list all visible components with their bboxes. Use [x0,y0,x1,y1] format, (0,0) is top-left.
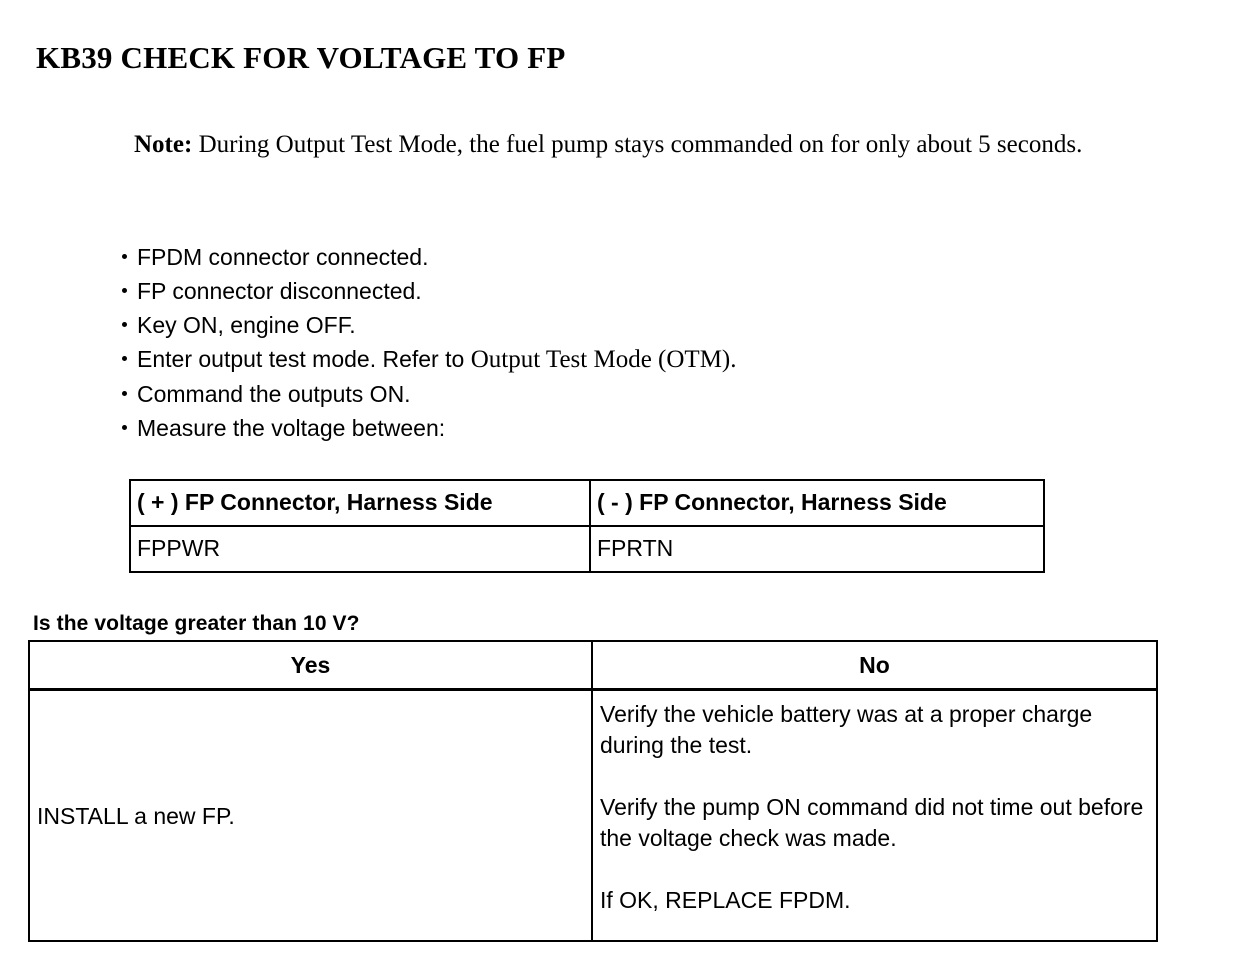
list-item-label: Measure the voltage between: [137,415,446,441]
column-header-negative: ( - ) FP Connector, Harness Side [589,479,1045,527]
list-item-label: Command the outputs ON. [137,381,411,407]
table-header-row: ( + ) FP Connector, Harness Side ( - ) F… [129,479,1045,527]
list-item: Measure the voltage between: [120,411,1120,445]
list-item: FP connector disconnected. [120,274,1120,308]
list-item-label: FPDM connector connected. [137,244,429,270]
list-item-label: Enter output test mode. Refer to [137,346,471,372]
bullet-icon [122,356,127,361]
list-item: Key ON, engine OFF. [120,308,1120,342]
cell-no-action: Verify the vehicle battery was at a prop… [591,688,1158,942]
list-item-label-tail: . [730,346,737,373]
no-action-paragraph: Verify the vehicle battery was at a prop… [600,701,1093,758]
table-header-row: Yes No [28,640,1158,691]
table-row: FPPWR FPRTN [129,525,1045,573]
note-label: Note: [134,131,193,158]
bullet-icon [122,288,127,293]
no-action-paragraph: Verify the pump ON command did not time … [600,794,1144,851]
cell-negative-signal: FPRTN [589,525,1045,573]
bullet-icon [122,322,127,327]
cell-positive-signal: FPPWR [129,525,591,573]
column-header-yes: Yes [28,640,593,691]
column-header-positive: ( + ) FP Connector, Harness Side [129,479,591,527]
list-item-label: FP connector disconnected. [137,278,422,304]
bullet-icon [122,425,127,430]
list-item: Command the outputs ON. [120,377,1120,411]
cross-reference-link[interactable]: Output Test Mode (OTM) [470,346,731,373]
no-action-paragraph: If OK, REPLACE FPDM. [600,887,851,913]
note-block: Note: During Output Test Mode, the fuel … [134,126,1182,164]
connector-measurement-table: ( + ) FP Connector, Harness Side ( - ) F… [129,479,1045,573]
table-row: INSTALL a new FP. Verify the vehicle bat… [28,688,1158,942]
column-header-no: No [591,640,1158,691]
note-text: During Output Test Mode, the fuel pump s… [192,131,1083,158]
bullet-icon [122,391,127,396]
decision-table: Yes No INSTALL a new FP. Verify the vehi… [28,640,1158,942]
list-item: FPDM connector connected. [120,240,1120,274]
procedure-steps-list: FPDM connector connected. FP connector d… [120,240,1120,445]
list-item: Enter output test mode. Refer to Output … [120,342,1120,377]
decision-question: Is the voltage greater than 10 V? [33,612,360,635]
bullet-icon [122,254,127,259]
list-item-label: Key ON, engine OFF. [137,312,356,338]
cell-yes-action: INSTALL a new FP. [28,688,593,942]
page-title: KB39 CHECK FOR VOLTAGE TO FP [36,40,566,75]
